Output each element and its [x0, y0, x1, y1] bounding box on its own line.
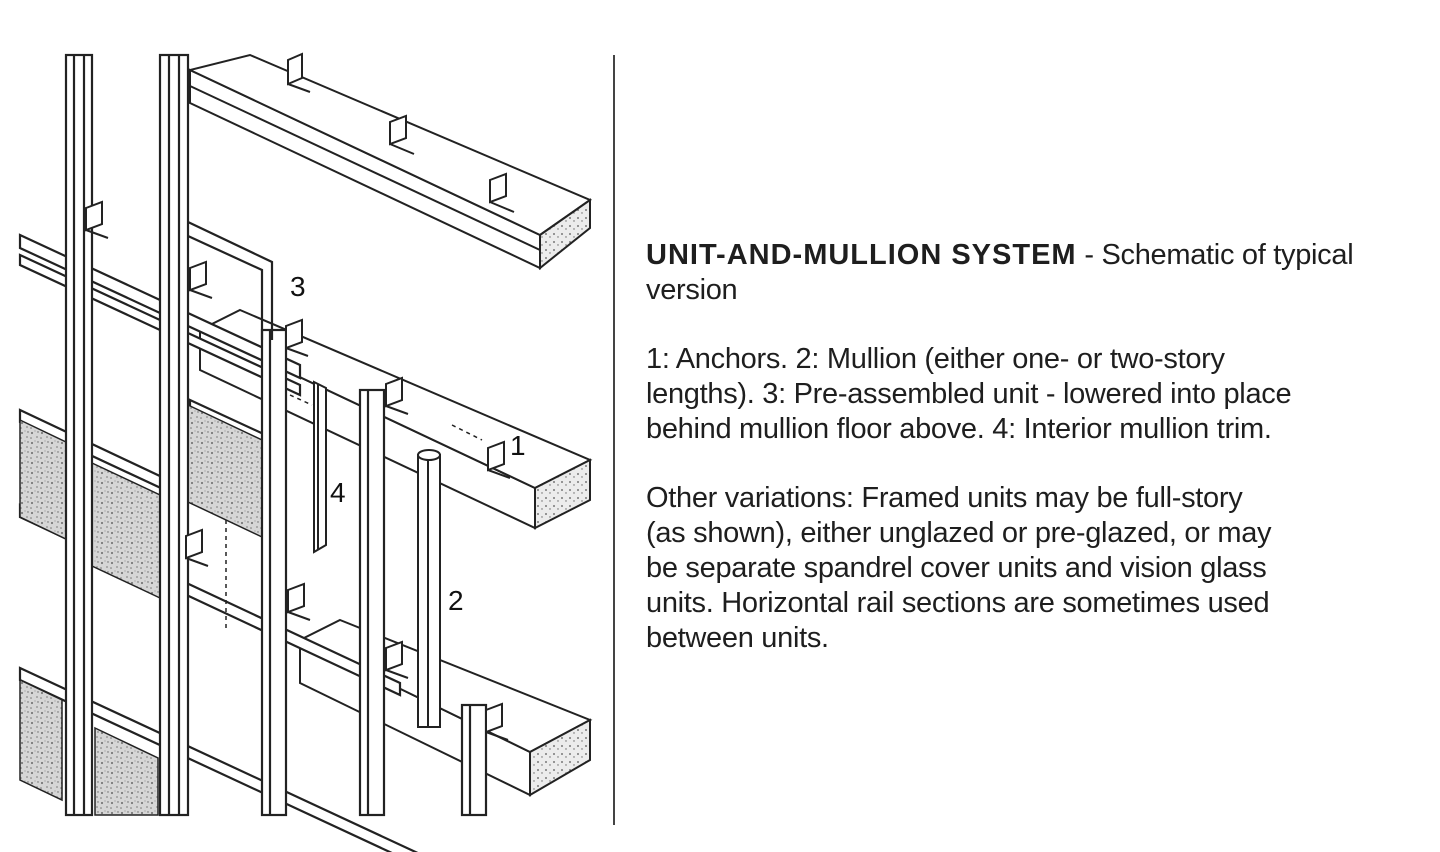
pre-assembled-unit-frame: [187, 221, 274, 340]
curtain-wall-isometric-drawing: 3 1 4 2: [18, 52, 593, 852]
legend-line: 1: Anchors. 2: Mullion (either one- or t…: [646, 343, 1225, 375]
variations-line: (as shown), either unglazed or pre-glaze…: [646, 517, 1272, 549]
callout-unit: 3: [290, 271, 306, 302]
upper-floor-slab: [187, 53, 593, 271]
diagram-title: UNIT-AND-MULLION SYSTEM: [646, 239, 1077, 271]
callout-anchors: 1: [510, 430, 526, 461]
vertical-divider: [613, 55, 615, 825]
mullion-piece: [417, 449, 441, 728]
callout-mullion: 2: [448, 585, 464, 616]
spandrel-panels: [19, 403, 263, 816]
variations-line: between units.: [646, 622, 829, 654]
variations-line: units. Horizontal rail sections are some…: [646, 587, 1270, 619]
installation-guides: [225, 394, 483, 628]
caption-block: UNIT-AND-MULLION SYSTEM - Schematic of t…: [646, 238, 1406, 656]
lower-floor-slab: [297, 618, 593, 797]
callout-trim: 4: [330, 477, 346, 508]
legend-line: lengths). 3: Pre-assembled unit - lowere…: [646, 378, 1292, 410]
legend-line: behind mullion floor above. 4: Interior …: [646, 413, 1272, 445]
diagram-title-suffix: - Schematic of typical version: [646, 239, 1354, 306]
vertical-mullions: [64, 53, 488, 817]
interior-mullion-trim: [313, 380, 327, 554]
caption-title-line-1: UNIT-AND-MULLION SYSTEM - Schematic of t…: [646, 238, 1406, 308]
anchor-clips: [85, 52, 515, 741]
variations-line: Other variations: Framed units may be fu…: [646, 482, 1243, 514]
variations-line: be separate spandrel cover units and vis…: [646, 552, 1267, 584]
